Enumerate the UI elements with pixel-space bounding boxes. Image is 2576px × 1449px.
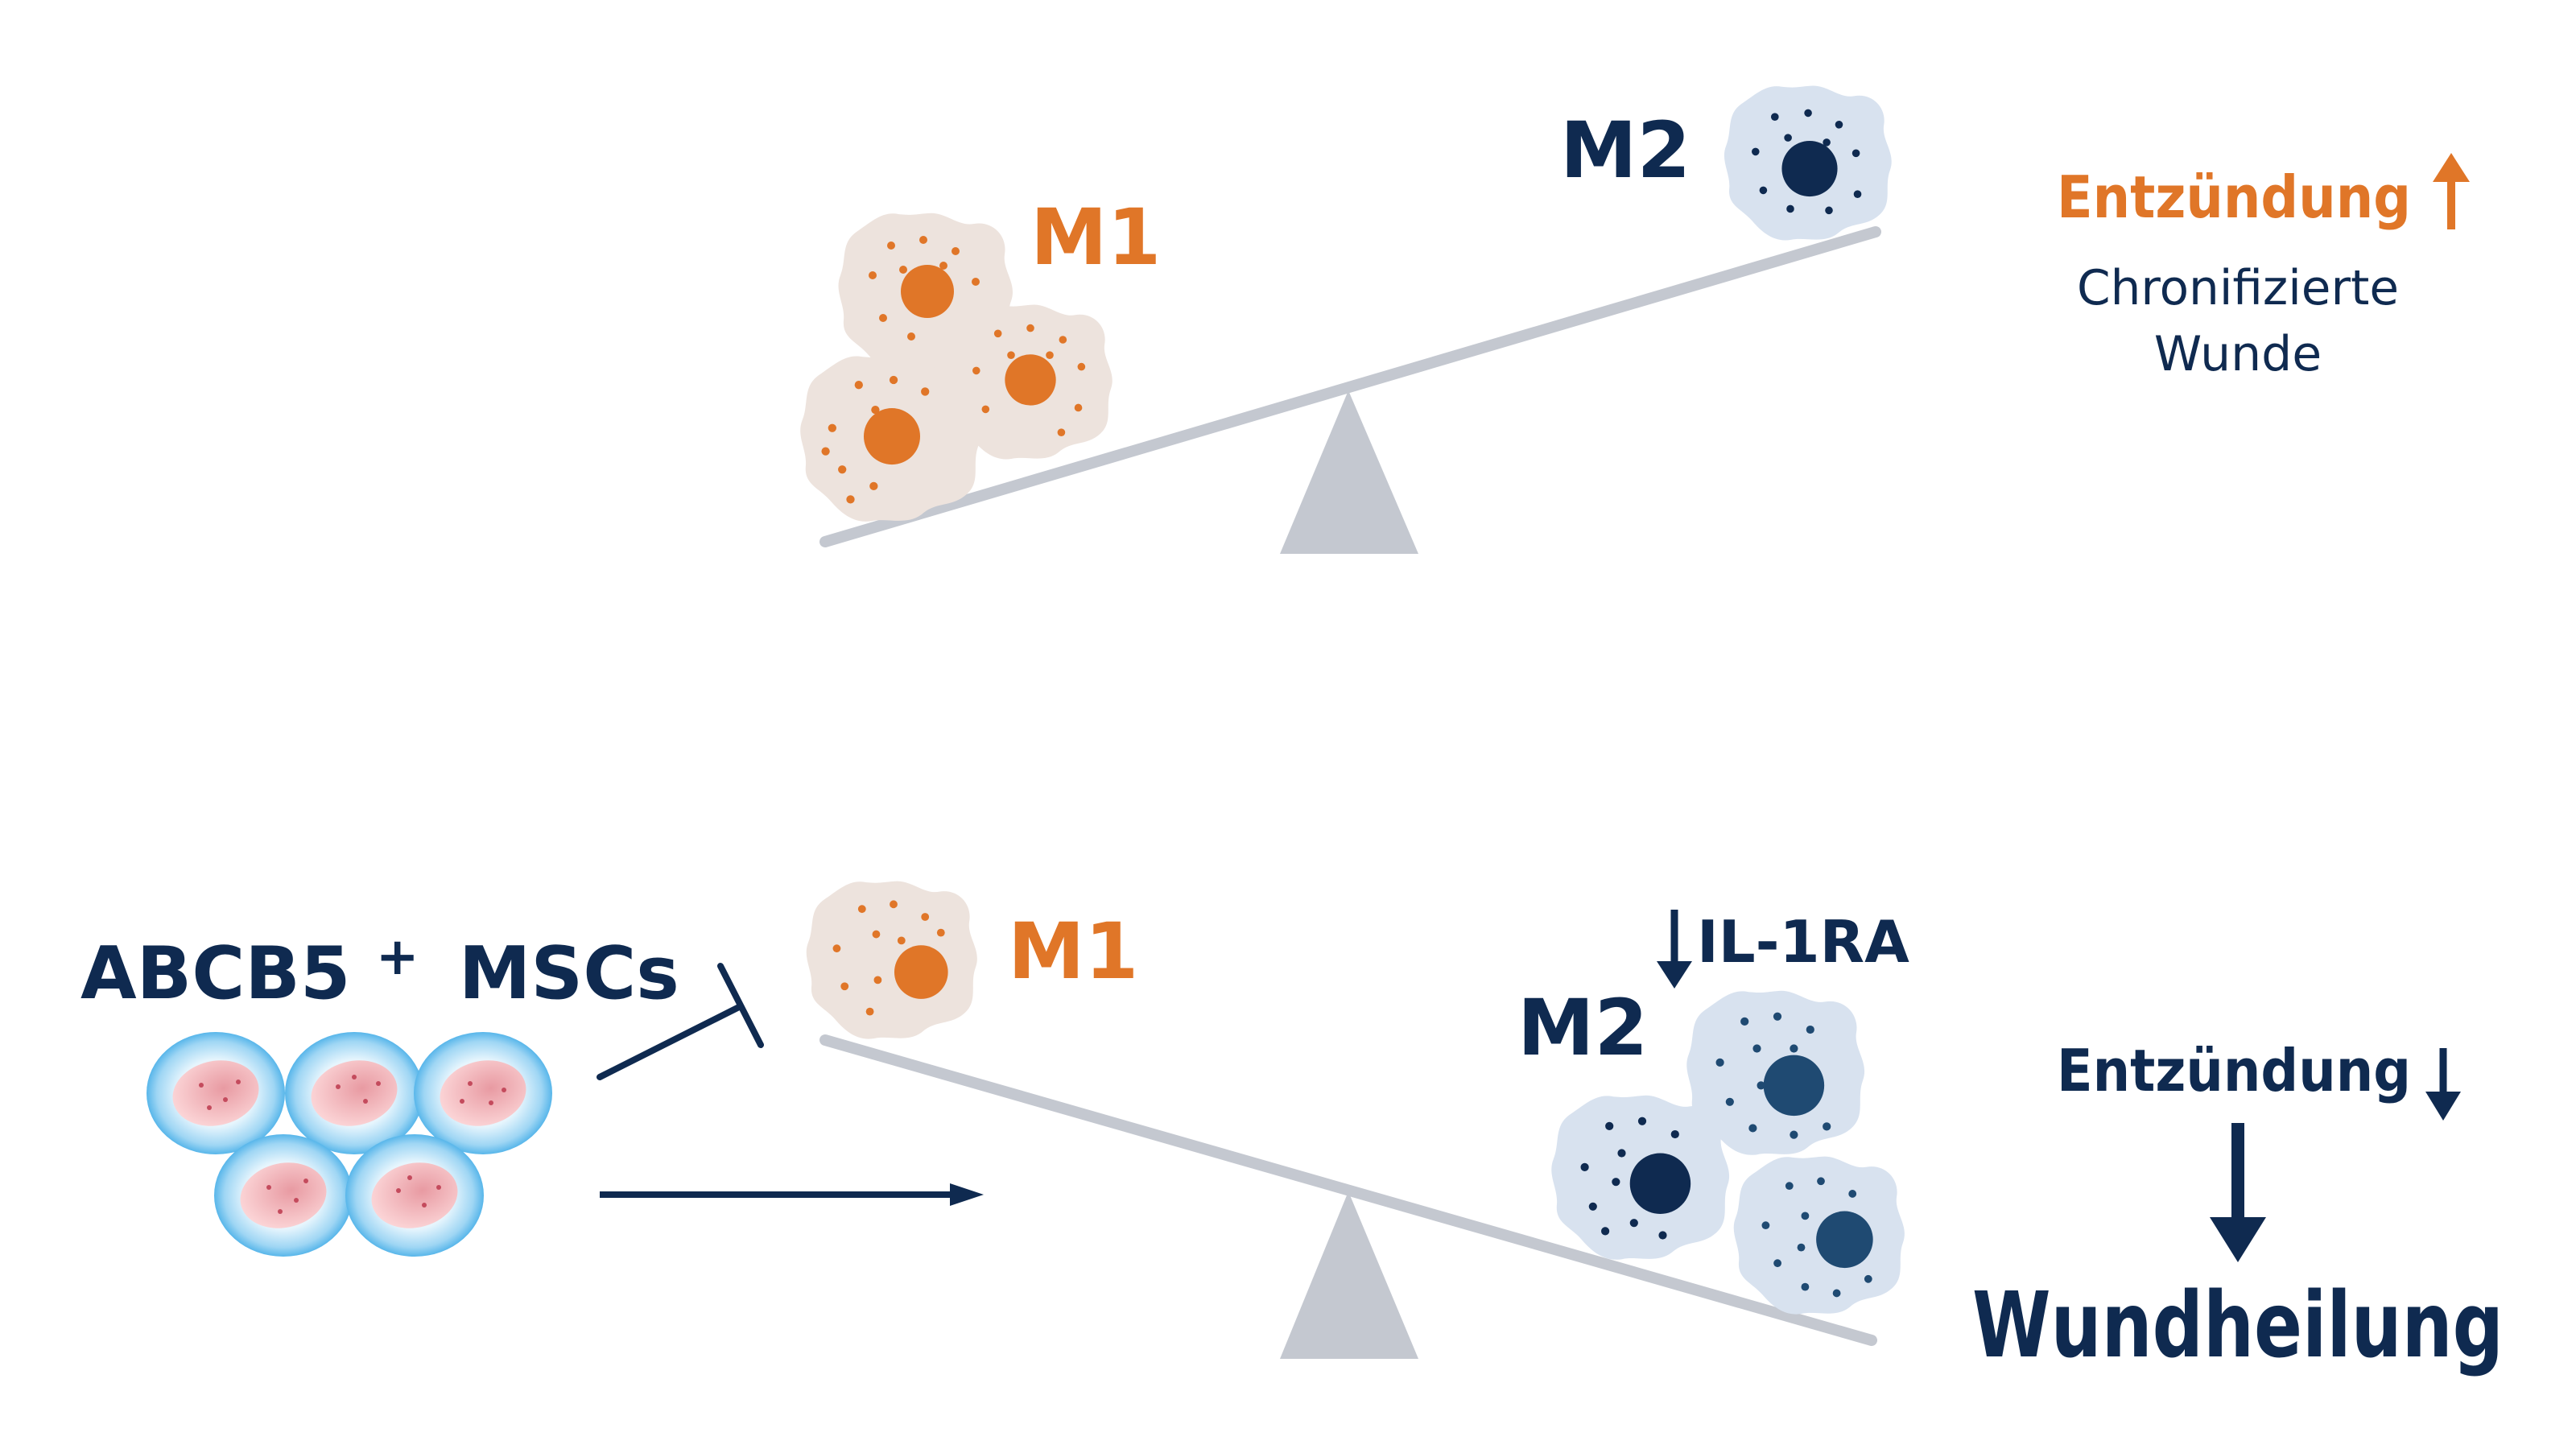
top-panel: M1 M2 Entzündung Chronifizierte Wunde [800,85,2470,554]
top-inflammation-label: Entzündung [2057,163,2411,231]
msc-label-rest: MSCs [459,931,679,1016]
msc-label: ABCB5 + MSCs [80,907,679,1016]
msc-cell-3 [414,1032,552,1154]
msc-label-superscript: + [376,927,419,987]
bottom-m1-label: M1 [1008,906,1138,997]
arrow-down-icon [2425,1048,2461,1121]
inhibition-arrow [597,963,764,1080]
bottom-inflammation-label: Entzündung [2057,1037,2411,1104]
top-m1-label: M1 [1030,192,1161,283]
msc-cell-1 [147,1032,285,1154]
bottom-m2-cell-3 [1733,1156,1905,1315]
bottom-panel: M1 [80,881,2504,1378]
arrow-down-icon [1657,910,1692,989]
bottom-m1-cell [806,881,977,1039]
bottom-fulcrum [1280,1191,1418,1359]
msc-cell-2 [285,1032,423,1154]
top-balance-beam [819,226,1881,547]
top-m2-label: M2 [1560,105,1690,196]
stimulation-arrow [600,1183,984,1206]
msc-cell-4 [214,1134,353,1257]
result-label: Wundheilung [1972,1274,2504,1378]
top-fulcrum [1280,390,1418,554]
top-m1-cell-3 [800,355,980,522]
msc-cell-5 [345,1134,484,1257]
bottom-balance-beam [819,1034,1877,1346]
bottom-m2-label: M2 [1517,983,1648,1073]
top-outcome-line2: Wunde [2154,326,2322,382]
bottom-m2-cell-1 [1686,990,1865,1155]
arrow-up-icon [2433,153,2470,229]
top-m1-cell-2 [944,304,1113,460]
msc-cell-cluster [147,1032,552,1257]
top-outcome-line1: Chronifizierte [2077,260,2399,316]
il1ra-label: IL-1RA [1697,908,1909,976]
top-m2-cell [1724,85,1892,241]
result-arrow-down-icon [2210,1123,2266,1262]
msc-label-main: ABCB5 [80,931,351,1016]
bottom-m2-cell-2 [1551,1095,1730,1260]
